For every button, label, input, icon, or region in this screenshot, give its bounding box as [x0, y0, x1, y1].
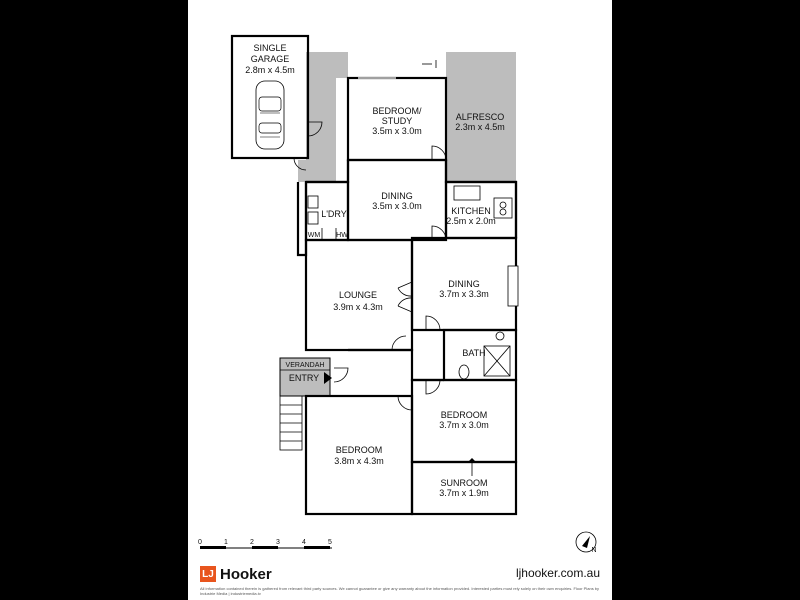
bath-name: BATH: [462, 348, 485, 358]
bedroom-study-name: BEDROOM/: [372, 106, 422, 116]
sunroom-name: SUNROOM: [441, 478, 488, 488]
house-outline: [296, 182, 308, 257]
bedroom-west-size: 3.8m x 4.3m: [334, 456, 384, 466]
brand-name: Hooker: [220, 565, 272, 583]
scale-tick-3: 3: [276, 539, 280, 546]
entry-door: [333, 367, 349, 383]
steps: [279, 395, 303, 451]
bedroom-study-name-2: STUDY: [382, 116, 413, 126]
compass-icon: N: [575, 531, 597, 554]
garage-name-2: GARAGE: [251, 54, 290, 64]
scale-tick-5: 5: [328, 539, 332, 546]
brand-mark-icon: LJ: [200, 566, 216, 582]
scale-bar: 0 1 2 3 4 5: [198, 539, 332, 549]
garage-side-door-swing: [293, 157, 307, 171]
bedroom-study-size: 3.5m x 3.0m: [372, 126, 422, 136]
scale-tick-0: 0: [198, 539, 202, 546]
laundry-hw: HW: [336, 232, 348, 239]
entry-name: ENTRY: [289, 373, 319, 383]
alfresco-area: [446, 52, 516, 182]
garage-size: 2.8m x 4.5m: [245, 65, 295, 75]
lounge-name: LOUNGE: [339, 290, 377, 300]
lounge-size: 3.9m x 4.3m: [333, 302, 383, 312]
scale-tick-4: 4: [302, 539, 306, 546]
website-link[interactable]: ljhooker.com.au: [515, 566, 600, 580]
hallway: [348, 348, 444, 382]
bedroom-west-room: [304, 394, 414, 516]
verandah-area: [279, 357, 331, 397]
laundry-wm: WM: [308, 232, 321, 239]
bedroom-west-name: BEDROOM: [336, 445, 383, 455]
alfresco-name: ALFRESCO: [456, 112, 505, 122]
verandah-name: VERANDAH: [286, 362, 325, 369]
brand-logo: LJ Hooker: [200, 564, 280, 584]
dining-lower-size: 3.7m x 3.3m: [439, 289, 489, 299]
kitchen-name: KITCHEN: [451, 206, 491, 216]
compass-label: N: [591, 547, 596, 554]
dining-lower-door: [425, 315, 441, 331]
dining-upper-name: DINING: [381, 191, 413, 201]
kitchen-size: 2.5m x 2.0m: [446, 216, 496, 226]
dining-upper-size: 3.5m x 3.0m: [372, 201, 422, 211]
scale-tick-1: 1: [224, 539, 228, 546]
car-icon: [255, 80, 285, 150]
bedroom-east-name: BEDROOM: [441, 410, 488, 420]
scale-tick-2: 2: [250, 539, 254, 546]
sunroom-size: 3.7m x 1.9m: [439, 488, 489, 498]
sunroom-room: [410, 460, 518, 516]
driveway-area: [298, 52, 348, 182]
bedroom-study-door: [431, 145, 447, 161]
dining-lower-name: DINING: [448, 279, 480, 289]
laundry-name: L'DRY: [321, 209, 347, 219]
garage-room: [230, 34, 310, 160]
entry-arrow-icon: [324, 372, 332, 384]
garage-door-swing: [307, 121, 323, 137]
lounge-double-door: [397, 281, 413, 313]
bedroom-east-size: 3.7m x 3.0m: [439, 420, 489, 430]
garage-name: SINGLE: [253, 43, 286, 53]
floor-plan: SINGLE GARAGE 2.8m x 4.5m BEDROOM/ STUDY…: [198, 34, 597, 554]
disclaimer-text: All information contained therein is gat…: [200, 586, 600, 596]
footer: LJ Hooker ljhooker.com.au All informatio…: [188, 560, 612, 600]
alfresco-size: 2.3m x 4.5m: [455, 122, 505, 132]
